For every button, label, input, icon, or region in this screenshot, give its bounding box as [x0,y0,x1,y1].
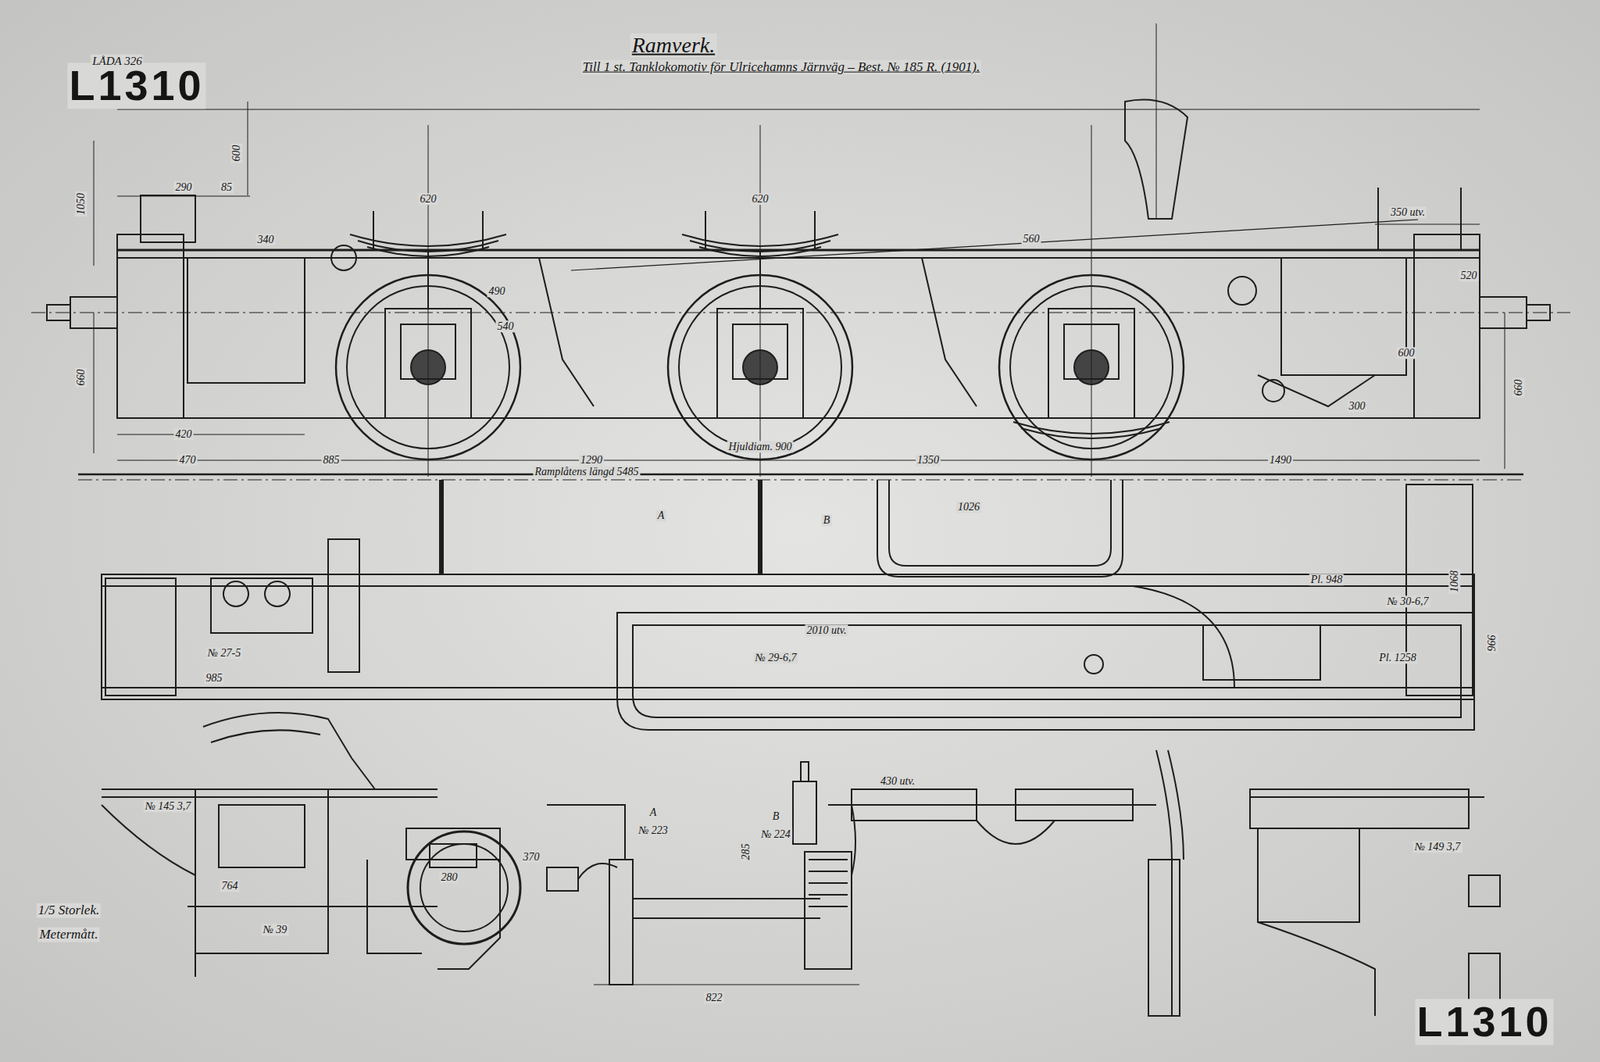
dimension-label: 470 [178,453,198,466]
dimension-label: Metermått. [37,927,100,943]
drawing-title: Ramverk. [630,33,718,58]
dimension-label: 290 [174,181,194,193]
dimension-label: 1/5 Storlek. [36,903,101,918]
dimension-label: № 149 3,7 [1413,840,1463,853]
dimension-label: 660 [75,367,87,388]
dimension-label: № 29-6,7 [753,651,799,664]
dimension-label: Hjuldiam. 900 [727,440,794,453]
dimension-label: 822 [704,991,725,1004]
dimension-label: 1490 [1267,453,1293,466]
dimension-label: 430 utv. [878,775,917,787]
dimension-label: № 27-5 [206,646,243,659]
dimension-label: 600 [1396,346,1417,359]
dimension-label: A [656,509,667,522]
dimension-label: 1290 [578,453,604,466]
dimension-label: B [821,514,833,526]
dimension-label: LÅDA 326 [90,54,143,68]
dimension-label: 966 [1485,633,1498,654]
drawing-number: L1310 [1414,998,1554,1045]
dimension-label: 340 [256,233,276,246]
dimension-label: 660 [1512,378,1525,398]
dimension-label: 600 [230,143,243,164]
dimension-label: № 224 [759,828,793,840]
dimension-label: 85 [219,181,234,193]
dimension-label: 620 [750,192,771,205]
dimension-label: 2010 utv. [804,624,848,636]
drawing-number: L1310 [67,62,206,109]
dimension-label: Ramplåtens längd 5485 [533,465,641,478]
dimension-label: 885 [321,453,342,466]
dimension-label: 1026 [956,500,982,513]
dimension-label: 560 [1021,232,1042,245]
dimension-label: 280 [439,871,460,883]
dimension-label: 490 [487,285,508,297]
dimension-label: A [648,806,659,818]
dimension-label: 370 [521,850,542,863]
dimension-label: 520 [1459,269,1479,282]
dimension-label: 764 [220,879,240,892]
dimension-label: № 30-6,7 [1385,595,1431,608]
drawing-subtitle: Till 1 st. Tanklokomotiv för Ulricehamns… [581,60,982,75]
dimension-label: 420 [174,428,194,440]
dimension-label: 350 utv. [1389,206,1427,218]
dimension-label: 540 [496,320,516,333]
dimension-label: 1350 [915,453,941,466]
dimension-label: 985 [204,671,225,684]
dimension-label: B [771,810,782,822]
dimension-label: № 145 3,7 [143,800,193,812]
dimension-label: № 223 [636,824,670,836]
dimension-label: 1068 [1448,568,1461,594]
dimension-label: Pl. 1258 [1377,651,1418,664]
dimension-label: 285 [739,842,752,862]
dimension-label: 300 [1347,400,1368,412]
dimension-label: № 39 [261,923,290,936]
dimension-label: Pl. 948 [1309,573,1344,586]
dimension-label: 620 [418,192,439,205]
dimension-label: 1050 [75,191,87,217]
